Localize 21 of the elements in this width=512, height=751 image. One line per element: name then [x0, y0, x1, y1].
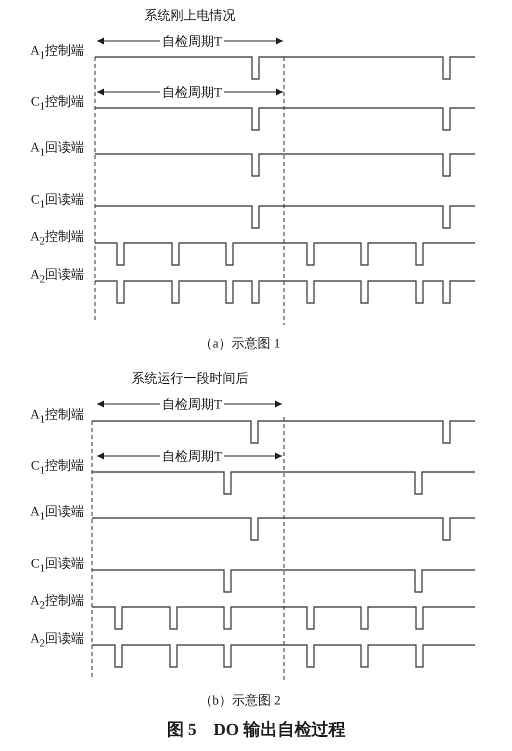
signal-name: A$_{2}$控制端 [30, 228, 84, 250]
signal-name: C$_{1}$回读端 [30, 192, 84, 212]
signal-name: A$_{1}$控制端 [30, 42, 84, 64]
signal-name: A$_{2}$回读端 [30, 630, 84, 652]
dimension-label: 自检周期T [160, 396, 224, 412]
signal-name: A$_{2}$控制端 [30, 592, 84, 614]
signal-name: C$_{1}$回读端 [30, 556, 84, 576]
signal-name: C$_{1}$控制端 [30, 458, 84, 478]
panel-heading: 系统刚上电情况 [144, 8, 236, 22]
signal-name: A$_{1}$回读端 [30, 504, 84, 524]
panel-caption: （b）示意图 2 [199, 692, 281, 708]
dimension-label: 自检周期T [160, 84, 224, 100]
signal-name: A$_{1}$控制端 [30, 406, 84, 428]
panel-heading: 系统运行一段时间后 [132, 370, 248, 386]
signal-name: A$_{1}$回读端 [30, 140, 84, 160]
dimension-label: 自检周期T [160, 448, 224, 464]
signal-name: A$_{2}$回读端 [30, 266, 84, 288]
dimension-label: 自检周期T [160, 34, 224, 48]
signal-name: C$_{1}$控制端 [30, 94, 84, 114]
panel-caption: （a）示意图 1 [200, 336, 280, 350]
figure-caption: 图 5 DO 输出自检过程 [166, 720, 346, 740]
